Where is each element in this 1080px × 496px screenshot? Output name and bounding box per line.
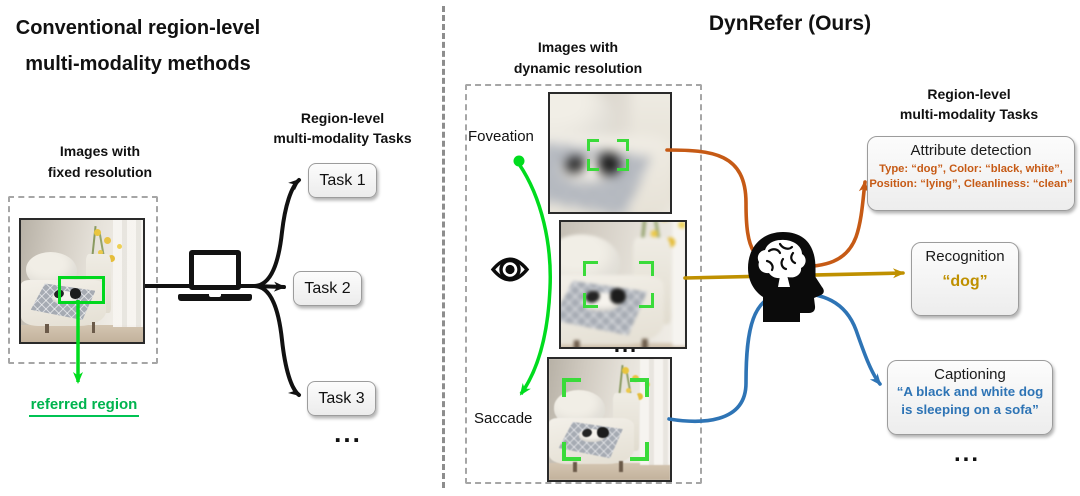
right-tasks-header: Region-level multi-modality Tasks — [878, 84, 1060, 124]
referred-region-box — [57, 276, 106, 305]
room-scene — [550, 94, 670, 212]
scene-dog-head — [609, 288, 627, 305]
attribute-line2: Position: “lying”, Cleanliness: “clean” — [869, 178, 1073, 190]
right-tasks-header-line1: Region-level — [927, 86, 1011, 102]
fixed-res-label-line2: fixed resolution — [47, 164, 153, 180]
captioning-box-title: Captioning — [934, 366, 1006, 383]
recognition-box: Recognition “dog” — [911, 242, 1019, 316]
laptop-base — [178, 294, 252, 301]
task-2-box: Task 2 — [293, 271, 362, 306]
right-panel-title: DynRefer (Ours) — [708, 12, 872, 35]
foveation-image-mid — [559, 220, 687, 349]
captioning-box: Captioning “A black and white dog is sle… — [887, 360, 1053, 435]
left-tasks-header: Region-level multi-modality Tasks — [255, 108, 430, 148]
recognition-value: “dog” — [942, 273, 988, 290]
attribute-box-title: Attribute detection — [910, 142, 1032, 159]
dynamic-resolution-label: Images with dynamic resolution — [498, 37, 658, 79]
region-brackets-small — [587, 138, 630, 171]
brain-head-icon — [748, 232, 824, 322]
scene-curtain — [672, 222, 685, 347]
left-panel-title: Conventional region-level multi-modality… — [12, 10, 264, 82]
right-ellipsis: ... — [953, 440, 980, 467]
scene-sofa-leg — [45, 323, 50, 334]
saccade-label: Saccade — [474, 410, 533, 427]
recognition-box-title: Recognition — [925, 248, 1005, 265]
dyn-res-label-line1: Images with — [537, 39, 619, 55]
laptop-screen — [189, 250, 241, 290]
captioning-line1: “A black and white dog — [896, 384, 1044, 399]
dyn-res-label-line2: dynamic resolution — [513, 60, 643, 76]
fixed-res-label-line1: Images with — [59, 143, 141, 159]
fixed-resolution-label: Images with fixed resolution — [25, 141, 175, 183]
fixed-res-dashed-frame — [8, 196, 158, 364]
scene-plant-flowers — [94, 228, 102, 236]
eye-icon — [490, 253, 530, 291]
gold-recognition-arrow — [683, 268, 905, 280]
left-ellipsis: ... — [334, 418, 362, 448]
task-3-box: Task 3 — [307, 381, 376, 416]
left-tasks-header-line1: Region-level — [300, 110, 385, 126]
scene-sofa-leg — [573, 461, 577, 472]
photo-scene-host — [550, 94, 670, 212]
left-title-line2: multi-modality methods — [25, 53, 251, 75]
scene-sofa-leg — [573, 340, 579, 347]
panel-divider — [442, 6, 445, 488]
scene-floor — [21, 324, 143, 342]
laptop-icon — [178, 250, 252, 304]
attribute-line1: Type: “dog”, Color: “black, white”, — [879, 163, 1063, 175]
arrow-to-task3 — [252, 284, 301, 397]
scene-curtain — [112, 220, 143, 328]
scene-floor — [561, 342, 685, 347]
attribute-detection-box: Attribute detection Type: “dog”, Color: … — [867, 136, 1075, 211]
scene-floor — [549, 463, 670, 480]
images-ellipsis: ... — [613, 332, 639, 357]
arrow-to-task2 — [252, 281, 286, 292]
dynamic-res-dashed-frame — [465, 84, 702, 484]
scene-dog-head — [69, 288, 82, 300]
left-tasks-header-line2: multi-modality Tasks — [273, 130, 412, 146]
right-tasks-header-line2: multi-modality Tasks — [899, 106, 1039, 122]
region-brackets-large — [562, 378, 650, 461]
scene-sofa-leg — [619, 460, 623, 472]
scene-dog-head — [597, 426, 609, 438]
scene-curtain — [639, 359, 670, 466]
captioning-line2: is sleeping on a sofa” — [901, 402, 1039, 417]
room-scene — [561, 222, 685, 347]
arrow-to-task1 — [252, 178, 301, 288]
scene-sofa-leg — [641, 338, 648, 347]
left-title-line1: Conventional region-level — [15, 17, 261, 39]
saccade-image-full — [547, 357, 672, 482]
foveation-label: Foveation — [468, 128, 534, 145]
task-1-box: Task 1 — [308, 163, 377, 198]
foveation-image-near — [548, 92, 672, 214]
region-brackets-medium — [583, 260, 654, 309]
scene-plant-flowers — [621, 367, 629, 375]
referred-region-label: referred region — [20, 396, 148, 417]
photo-scene-host — [561, 222, 685, 347]
input-photo — [19, 218, 145, 344]
scene-sofa-leg — [91, 322, 96, 334]
scene-dog-head — [598, 152, 622, 175]
